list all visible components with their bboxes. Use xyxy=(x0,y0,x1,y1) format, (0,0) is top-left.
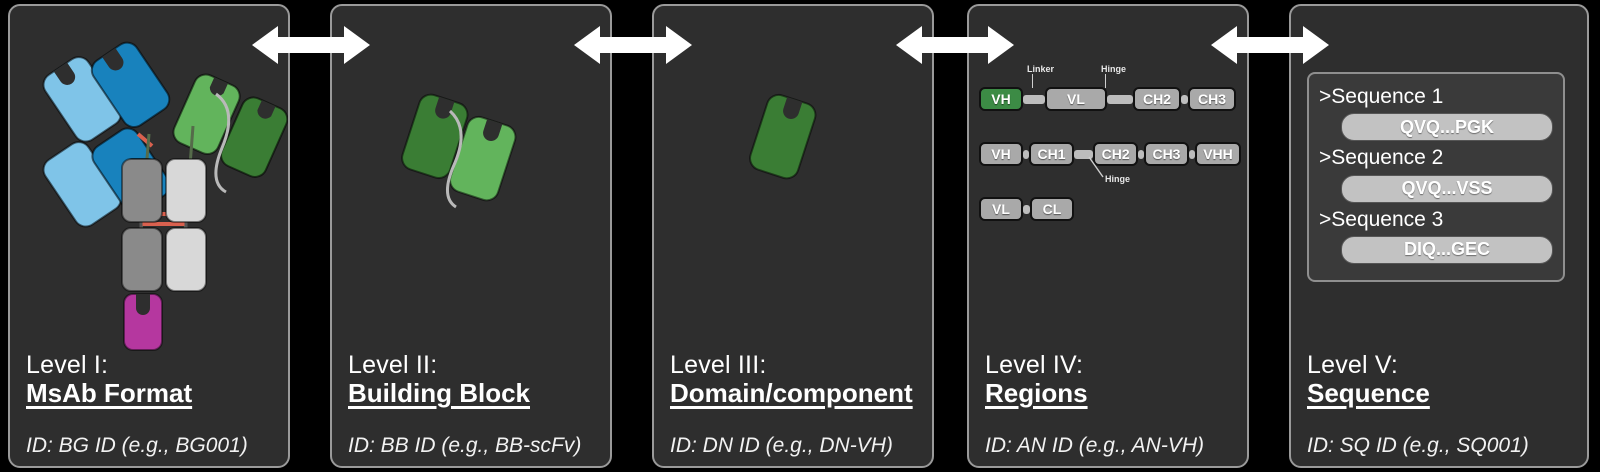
panel-labels: Level II: Building Block ID: BB ID (e.g.… xyxy=(348,351,600,458)
linker-label: Linker xyxy=(1027,64,1055,74)
level-label: Level V: xyxy=(1307,350,1399,379)
region-pill-vhh[interactable]: VHH xyxy=(1194,142,1242,166)
panel-labels: Level III: Domain/component ID: DN ID (e… xyxy=(670,351,922,458)
panel-labels: Level I: MsAb Format ID: BG ID (e.g., BG… xyxy=(26,351,278,458)
level-name: Building Block xyxy=(348,377,530,408)
region-pill-ch3[interactable]: CH3 xyxy=(1144,142,1189,166)
level-name: Domain/component xyxy=(670,377,913,408)
panel-level-3[interactable]: Level III: Domain/component ID: DN ID (e… xyxy=(652,4,934,468)
level-id-line: ID: DN ID (e.g., DN-VH) xyxy=(670,434,893,457)
hinge-connector xyxy=(1073,149,1094,159)
chain-connector xyxy=(1023,149,1030,159)
level-id-line: ID: BG ID (e.g., BG001) xyxy=(26,434,248,457)
level-id-line: ID: AN ID (e.g., AN-VH) xyxy=(985,434,1204,457)
region-pill-vl[interactable]: VL xyxy=(979,197,1023,221)
hinge-leader-line xyxy=(1105,74,1106,88)
panel-level-2[interactable]: Level II: Building Block ID: BB ID (e.g.… xyxy=(330,4,612,468)
region-pill-vh[interactable]: VH xyxy=(979,87,1023,111)
arrow-level1-level2 xyxy=(252,26,370,64)
panel-labels: Level V: Sequence ID: SQ ID (e.g., SQ001… xyxy=(1307,351,1577,458)
hinge-label: Hinge xyxy=(1105,174,1131,184)
level-label: Level IV: xyxy=(985,350,1084,379)
sequence-header: >Sequence 3 xyxy=(1319,207,1444,231)
arrow-level2-level3 xyxy=(574,26,692,64)
full-antibody-schematic xyxy=(42,41,288,351)
sequence-list: >Sequence 1 QVQ...PGK >Sequence 2 QVQ...… xyxy=(1307,72,1565,282)
hinge-leader-line xyxy=(1088,156,1104,178)
panel-level-4[interactable]: Linker Hinge VH VL CH2 CH3 VH CH1 CH2 CH xyxy=(967,4,1249,468)
panel-level-5[interactable]: >Sequence 1 QVQ...PGK >Sequence 2 QVQ...… xyxy=(1289,4,1589,468)
hinge-connector xyxy=(1107,94,1133,104)
chain-connector xyxy=(1137,149,1145,159)
chain-connector xyxy=(1181,94,1189,104)
level-label: Level III: xyxy=(670,350,767,379)
region-pill-vh[interactable]: VH xyxy=(979,142,1023,166)
chain-connector xyxy=(1023,204,1030,214)
region-pill-ch2[interactable]: CH2 xyxy=(1133,87,1182,111)
linker-connector xyxy=(1023,94,1045,104)
sequence-header: >Sequence 1 xyxy=(1319,85,1444,108)
region-pill-ch1[interactable]: CH1 xyxy=(1029,142,1074,166)
arrow-level3-level4 xyxy=(896,26,1014,64)
sequence-value[interactable]: QVQ...PGK xyxy=(1341,113,1553,142)
level-name: Sequence xyxy=(1307,377,1430,408)
panel-labels: Level IV: Regions ID: AN ID (e.g., AN-VH… xyxy=(985,351,1237,458)
hinge-label: Hinge xyxy=(1101,64,1127,74)
panel-level-1[interactable]: Level I: MsAb Format ID: BG ID (e.g., BG… xyxy=(8,4,290,468)
arrow-level4-level5 xyxy=(1211,26,1329,64)
chain-connector xyxy=(1188,149,1195,159)
level-id-line: ID: SQ ID (e.g., SQ001) xyxy=(1307,434,1529,457)
region-pill-ch2[interactable]: CH2 xyxy=(1093,142,1138,166)
level-id-line: ID: BB ID (e.g., BB-scFv) xyxy=(348,434,582,457)
sequence-header: >Sequence 2 xyxy=(1319,146,1444,170)
level-name: Regions xyxy=(985,377,1088,408)
region-pill-cl[interactable]: CL xyxy=(1030,197,1074,221)
level-name: MsAb Format xyxy=(26,377,193,408)
sequence-value[interactable]: QVQ...VSS xyxy=(1341,174,1553,203)
region-pill-ch3[interactable]: CH3 xyxy=(1188,87,1237,111)
region-row-light-chain: VL CL xyxy=(979,196,1241,222)
single-domain xyxy=(749,93,817,180)
scfv-building-block xyxy=(401,93,517,209)
level-label: Level II: xyxy=(348,350,438,379)
region-pill-vl[interactable]: VL xyxy=(1045,87,1107,111)
region-row-igg-vhh: VH CH1 CH2 CH3 VHH Hinge xyxy=(979,141,1242,184)
region-row-scfv-fc: Linker Hinge VH VL CH2 CH3 xyxy=(979,64,1241,112)
linker-leader-line xyxy=(1032,74,1033,88)
region-chain-diagram: Linker Hinge VH VL CH2 CH3 VH CH1 CH2 CH xyxy=(979,64,1242,251)
sequence-value[interactable]: DIQ...GEC xyxy=(1341,235,1553,264)
level-label: Level I: xyxy=(26,350,109,379)
